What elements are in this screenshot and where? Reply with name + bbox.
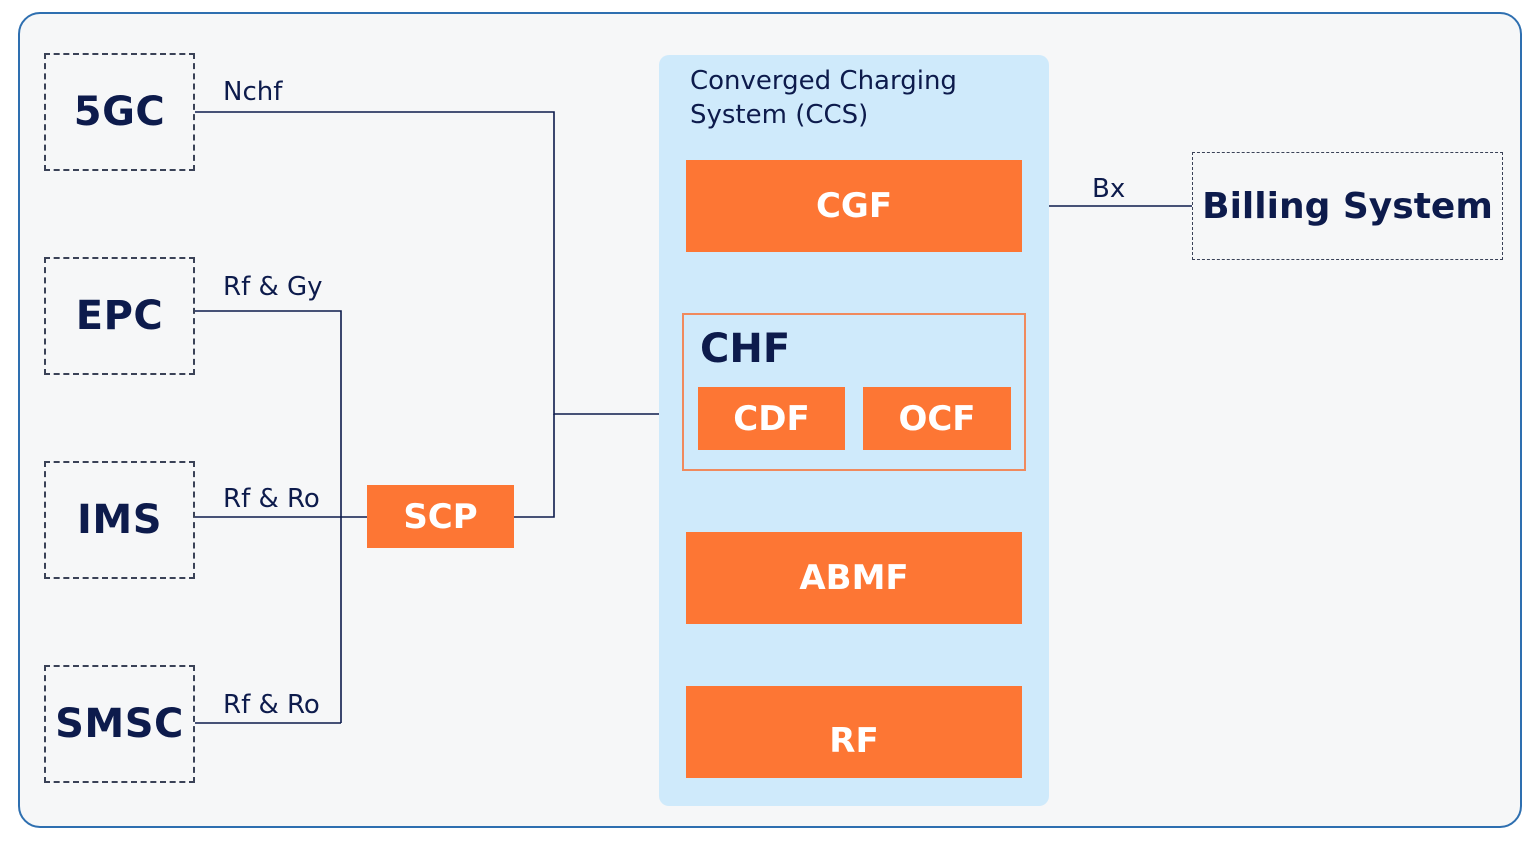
interface-bx-label: Bx <box>1092 174 1126 204</box>
abmf-box: ABMF <box>686 532 1022 624</box>
node-epc: EPC <box>44 257 195 375</box>
ocf-box: OCF <box>863 387 1011 450</box>
node-billing-system-label: Billing System <box>1202 185 1493 227</box>
node-smsc: SMSC <box>44 665 195 783</box>
cgf-box: CGF <box>686 160 1022 252</box>
scp-label: SCP <box>403 496 478 537</box>
interface-epc-label: Rf & Gy <box>223 272 323 302</box>
node-ims-label: IMS <box>77 497 162 543</box>
rf-box: RF <box>686 686 1022 778</box>
abmf-label: ABMF <box>799 558 909 598</box>
node-ims: IMS <box>44 461 195 579</box>
node-epc-label: EPC <box>75 293 164 339</box>
scp-box: SCP <box>367 485 514 548</box>
line-epc-bus <box>195 310 342 723</box>
interface-smsc-label: Rf & Ro <box>223 690 320 720</box>
cgf-label: CGF <box>815 186 893 226</box>
interface-ims-label: Rf & Ro <box>223 484 320 514</box>
cdf-label: CDF <box>733 398 810 439</box>
node-billing-system: Billing System <box>1192 152 1503 260</box>
line-scp-chf <box>514 414 555 518</box>
cdf-box: CDF <box>698 387 845 450</box>
ocf-label: OCF <box>898 398 976 439</box>
rf-label: RF <box>829 721 879 761</box>
line-5gc-chf <box>195 111 698 415</box>
node-smsc-label: SMSC <box>55 701 184 747</box>
chf-group <box>682 313 1026 471</box>
ccs-title: Converged Charging System (CCS) <box>690 66 957 130</box>
chf-title: CHF <box>700 326 791 372</box>
node-5gc: 5GC <box>44 53 195 171</box>
node-5gc-label: 5GC <box>73 89 166 135</box>
interface-nchf-label: Nchf <box>223 77 283 107</box>
